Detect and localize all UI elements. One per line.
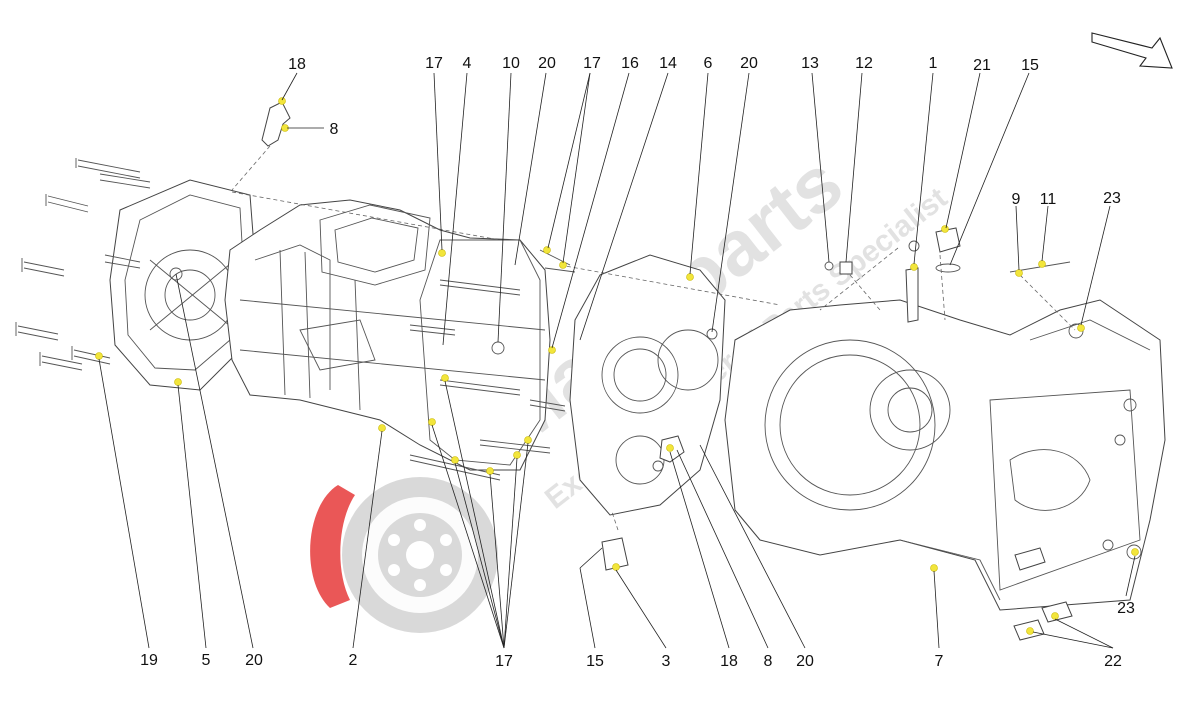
rear-cover [109, 179, 256, 391]
callout-label: 2 [349, 652, 358, 669]
callout-label: 22 [1104, 653, 1122, 670]
callout-label: 5 [202, 652, 211, 669]
callout-label: 17 [583, 55, 601, 72]
callout-label: 3 [662, 653, 671, 670]
stud-set [409, 249, 576, 481]
bolt-set-left [15, 158, 151, 371]
callout-label: 18 [720, 653, 738, 670]
callout-label: 20 [796, 653, 814, 670]
callouts-bottom: 19 5 20 2 17 15 3 18 8 20 7 23 22 [140, 600, 1135, 670]
direction-arrow-icon [1091, 32, 1173, 69]
small-parts-right [601, 227, 1142, 641]
callout-label: 18 [288, 56, 306, 73]
callout-label: 4 [463, 55, 472, 72]
callout-label: 8 [764, 653, 773, 670]
callout-label: 16 [621, 55, 639, 72]
bell-housing [724, 299, 1166, 611]
callout-label: 15 [586, 653, 604, 670]
callout-label: 23 [1103, 190, 1121, 207]
callout-label: 20 [740, 55, 758, 72]
callout-label: 6 [704, 55, 713, 72]
callouts-top: 18 8 17 4 10 20 17 16 14 6 20 13 12 1 21… [288, 55, 1121, 208]
callout-label: 10 [502, 55, 520, 72]
callout-label: 8 [330, 121, 339, 138]
callout-label: 11 [1040, 191, 1057, 208]
brake-disc-logo-icon [310, 477, 498, 633]
leader-lines [98, 72, 1136, 649]
sensor-part [231, 101, 291, 191]
assembly-lines [231, 191, 1076, 331]
callout-label: 12 [855, 55, 873, 72]
callout-label: 13 [801, 55, 819, 72]
callout-label: 19 [140, 652, 158, 669]
callout-label: 20 [538, 55, 556, 72]
callout-label: 20 [245, 652, 263, 669]
callout-label: 21 [973, 57, 991, 74]
callout-label: 17 [425, 55, 443, 72]
callout-label: 7 [935, 653, 944, 670]
callout-label: 17 [495, 653, 513, 670]
intermediate-plate [569, 254, 726, 516]
gearbox-housing [224, 199, 551, 471]
callout-label: 9 [1012, 191, 1021, 208]
callout-label: 14 [659, 55, 677, 72]
callout-label: 1 [929, 55, 938, 72]
marker-dots [95, 97, 1139, 635]
callout-label: 15 [1021, 57, 1039, 74]
callout-label: 23 [1117, 600, 1135, 617]
